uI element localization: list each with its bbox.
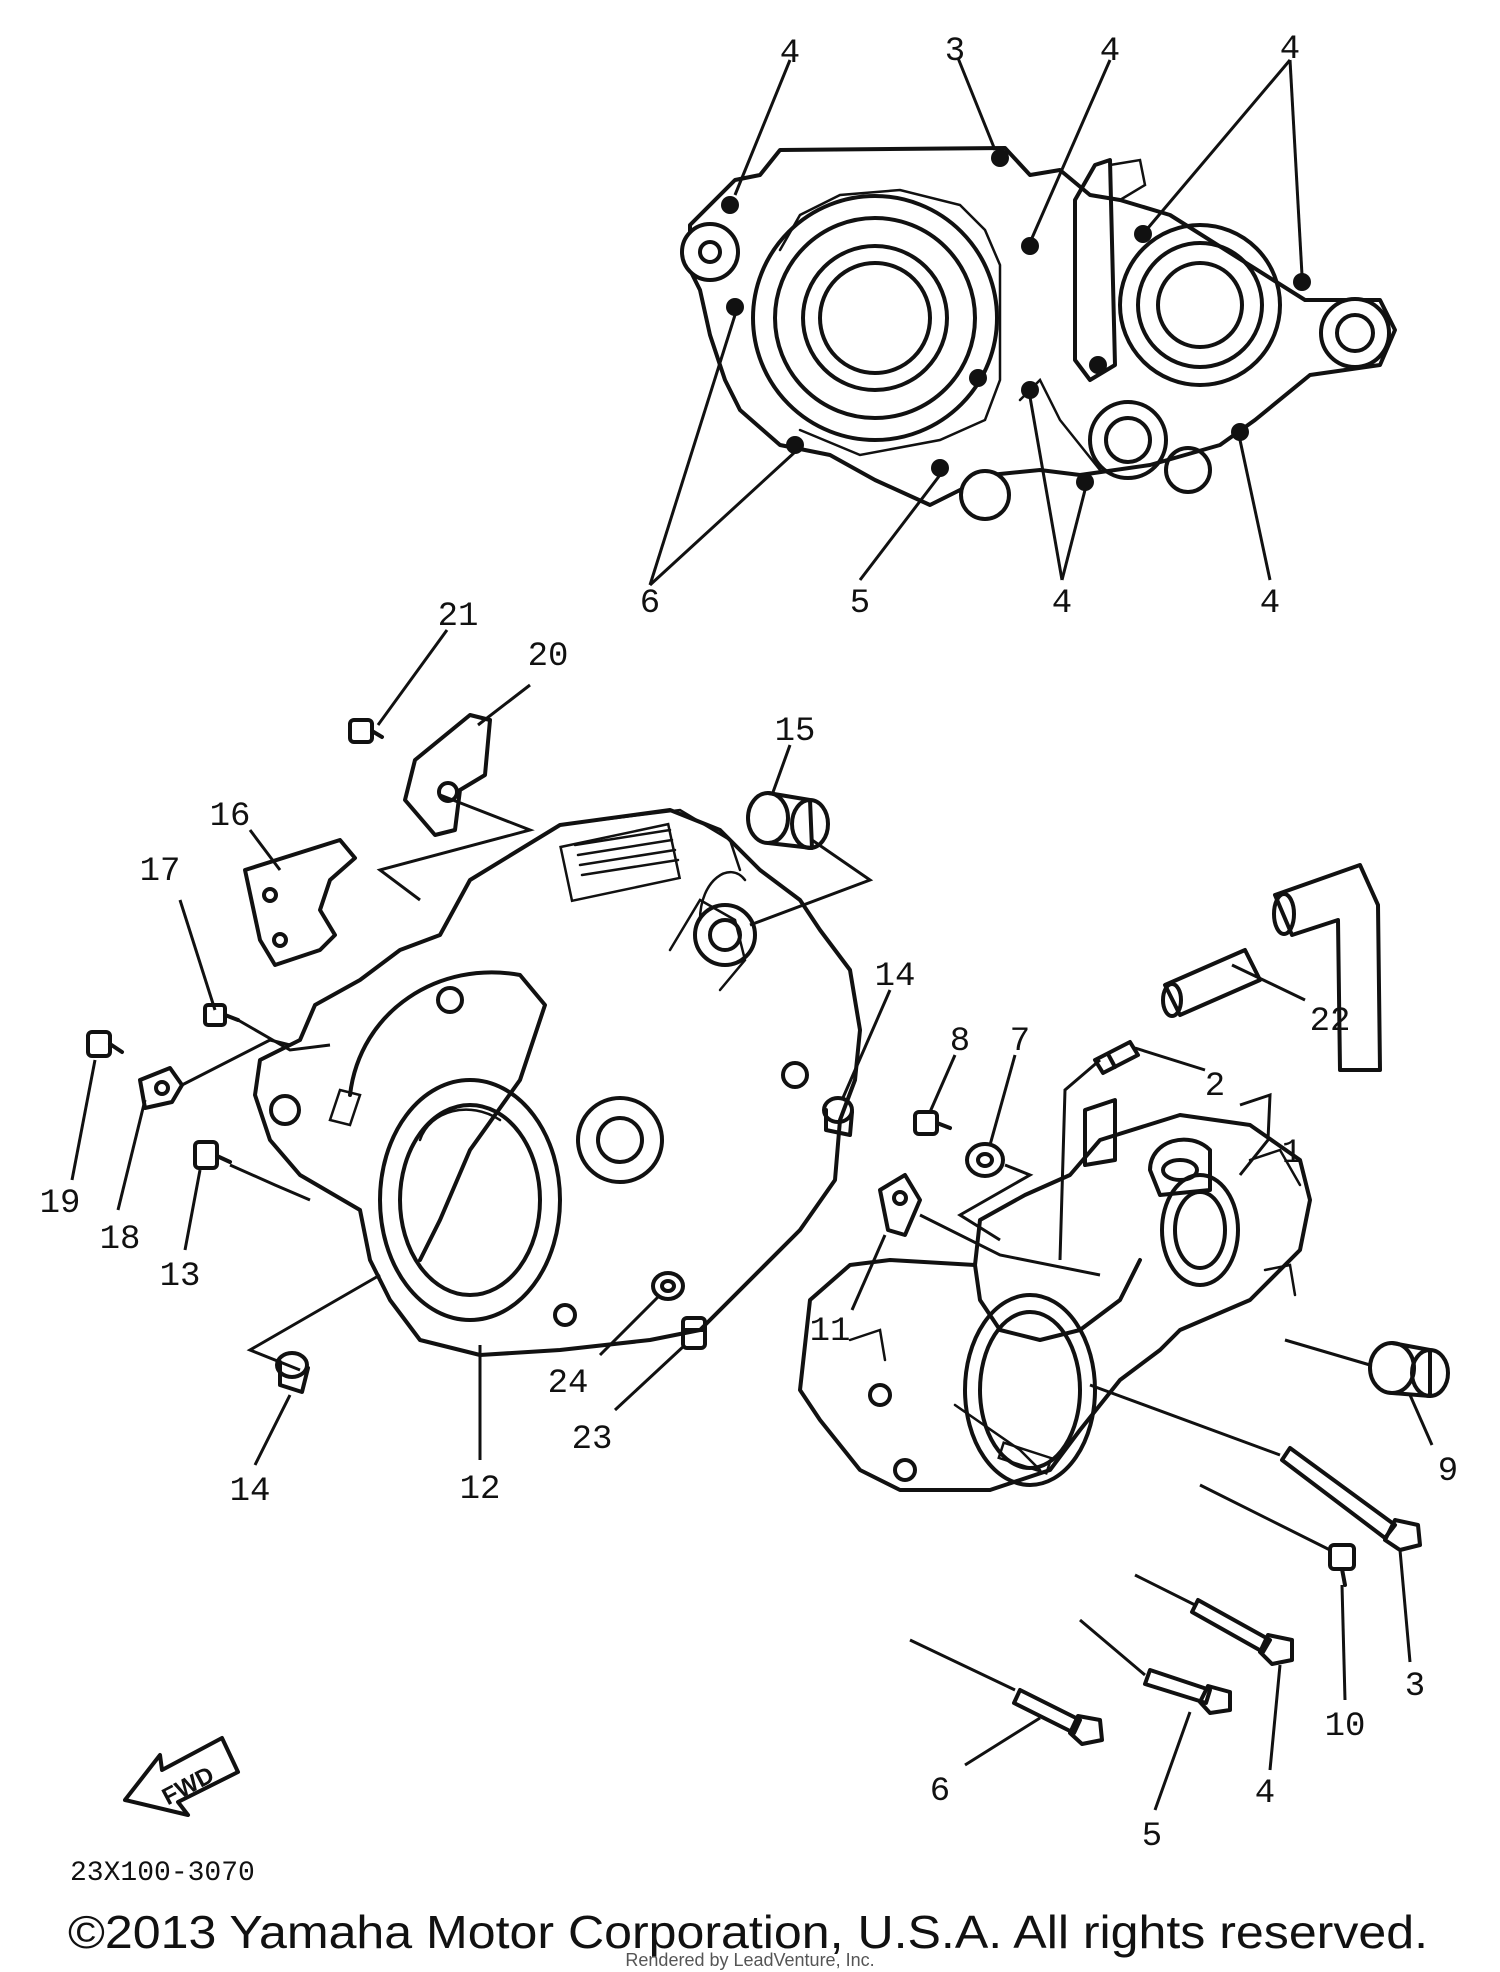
callout-10: 10 <box>1325 1708 1366 1746</box>
part-16-gasket <box>243 838 357 967</box>
callout-6: 6 <box>640 585 660 623</box>
callout-14: 14 <box>875 958 916 996</box>
callout-19: 19 <box>40 1185 81 1223</box>
copyright-notice: ©2013 Yamaha Motor Corporation, U.S.A. A… <box>68 1906 1428 1958</box>
part-14-dowel-lower <box>275 1351 310 1394</box>
part-6-bolt <box>1012 1688 1104 1746</box>
part-5-bolt <box>1143 1668 1232 1715</box>
part-23-plug <box>681 1316 707 1350</box>
callout-3: 3 <box>945 33 965 71</box>
part-15-bearing <box>746 791 830 850</box>
part-13-bolt <box>193 1140 232 1170</box>
callout-4: 4 <box>1255 1775 1275 1813</box>
part-2-fitting <box>1093 1040 1140 1075</box>
callout-2: 2 <box>1205 1068 1225 1106</box>
top-leader-lines <box>648 57 1304 587</box>
middle-left-leader-lines <box>70 629 892 1466</box>
part-17-screw <box>203 1003 240 1027</box>
callout-1: 1 <box>1282 1135 1302 1173</box>
callout-18: 18 <box>100 1221 141 1259</box>
callout-23: 23 <box>572 1421 613 1459</box>
part-19-bolt <box>86 1030 124 1058</box>
part-11-bracket <box>878 1173 922 1237</box>
callout-24: 24 <box>548 1365 589 1403</box>
render-credit: Rendered by LeadVenture, Inc. <box>625 1950 874 1970</box>
right-leader-lines <box>850 963 1434 1811</box>
part-3-bolt <box>1280 1446 1422 1552</box>
callout-7: 7 <box>1010 1023 1030 1061</box>
crankcase-inner-view <box>680 146 1397 521</box>
callout-8: 8 <box>950 1023 970 1061</box>
callout-17: 17 <box>140 853 181 891</box>
callout-4: 4 <box>1100 33 1120 71</box>
callout-3: 3 <box>1405 1668 1425 1706</box>
callout-labels: 4 3 4 4 6 5 4 4 21 20 15 16 17 22 14 8 7… <box>40 31 1459 1856</box>
part-8-bolt <box>913 1110 952 1136</box>
crankcase-left-half <box>253 808 862 1357</box>
callout-20: 20 <box>528 638 569 676</box>
part-14-dowel-upper <box>822 1096 854 1137</box>
crankcase-right-half <box>798 1098 1312 1492</box>
callout-21: 21 <box>438 598 479 636</box>
part-4-bolt <box>1190 1598 1294 1666</box>
callout-12: 12 <box>460 1471 501 1509</box>
callout-22: 22 <box>1310 1003 1351 1041</box>
callout-4: 4 <box>1280 31 1300 69</box>
part-24-seal <box>651 1271 685 1301</box>
callout-15: 15 <box>775 713 816 751</box>
figure-code: 23X100-3070 <box>70 1858 255 1889</box>
part-7-seal <box>965 1142 1005 1178</box>
callout-11: 11 <box>810 1313 851 1351</box>
part-10-bolt <box>1328 1543 1356 1587</box>
callout-5: 5 <box>1142 1818 1162 1856</box>
part-21-bolt <box>348 718 384 744</box>
callout-4: 4 <box>1260 585 1280 623</box>
callout-4: 4 <box>1052 585 1072 623</box>
part-18-clip <box>138 1066 184 1110</box>
callout-4: 4 <box>780 35 800 73</box>
callout-14: 14 <box>230 1473 271 1511</box>
part-9-bearing <box>1368 1341 1450 1398</box>
callout-13: 13 <box>160 1258 201 1296</box>
callout-16: 16 <box>210 798 251 836</box>
part-20-plate <box>403 713 492 837</box>
callout-5: 5 <box>850 585 870 623</box>
callout-9: 9 <box>1438 1453 1458 1491</box>
fwd-arrow-icon: FWD <box>123 1736 240 1817</box>
callout-6: 6 <box>930 1773 950 1811</box>
